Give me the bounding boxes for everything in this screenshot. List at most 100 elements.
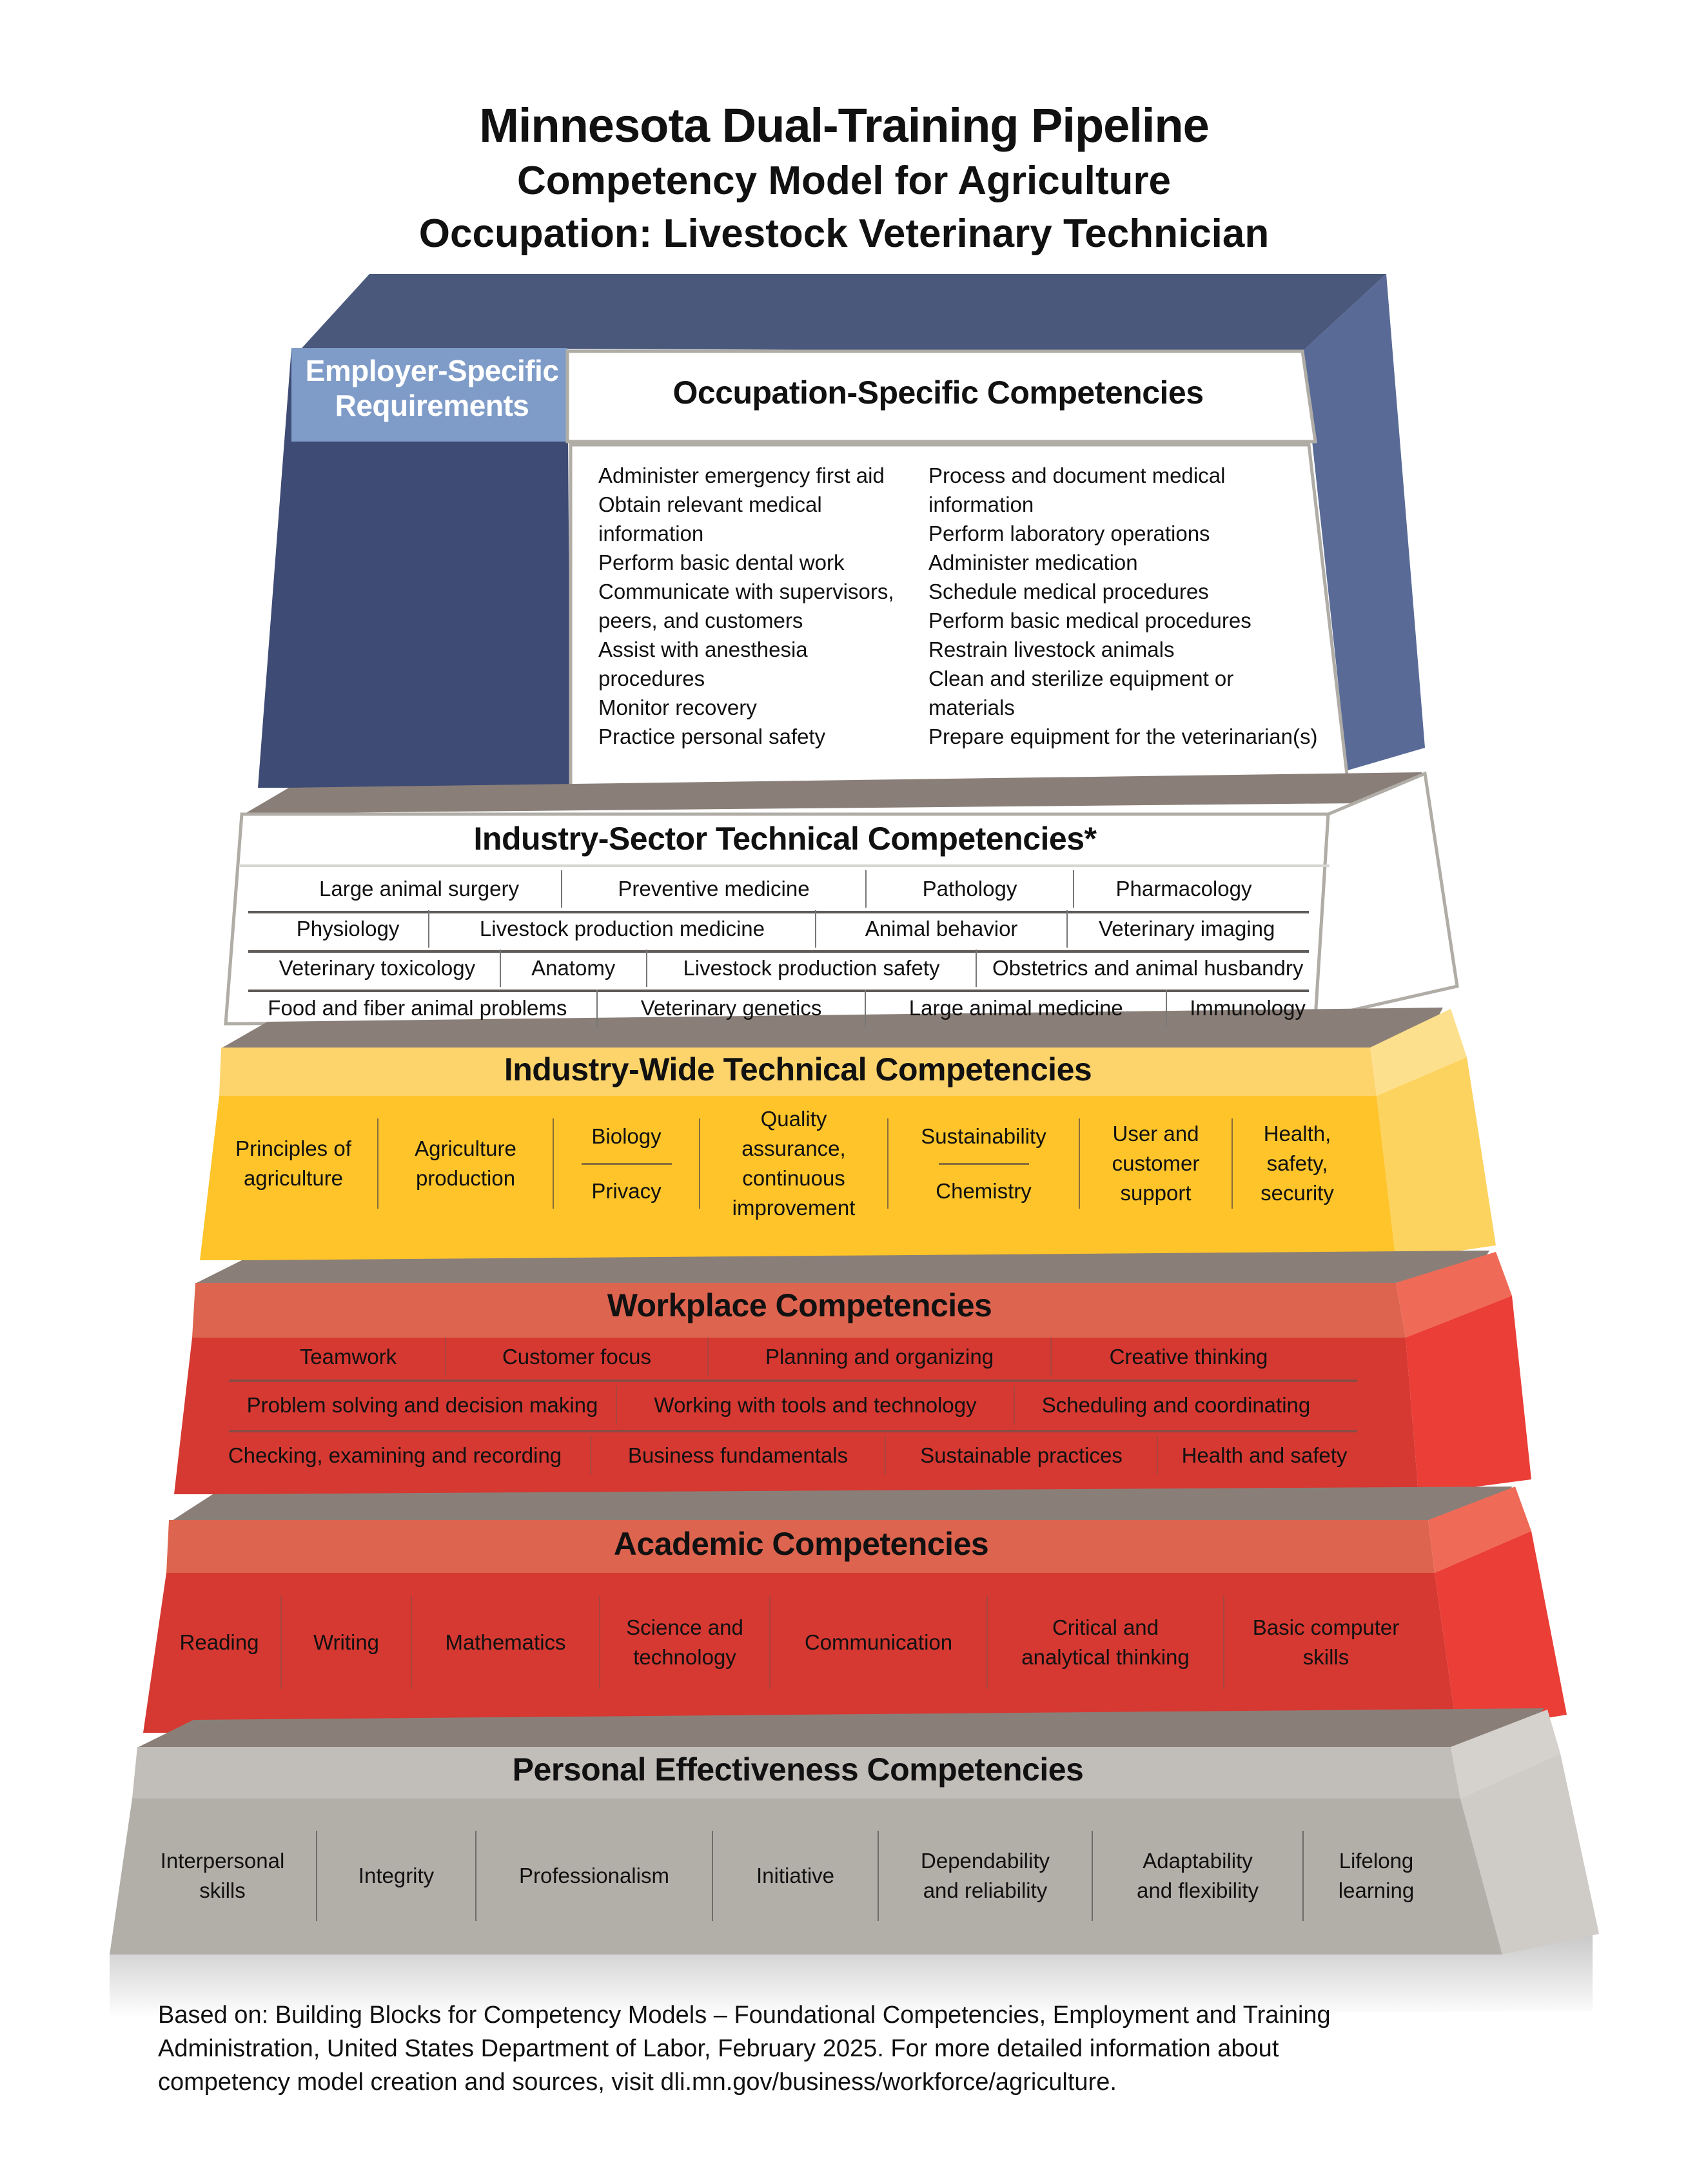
personal-row: Interpersonal skills Integrity Professio…	[129, 1831, 1451, 1921]
competency-item: Problem solving and decision making	[246, 1393, 598, 1417]
divider	[1014, 1386, 1015, 1425]
competency-item: Health, safety, security	[1233, 1119, 1362, 1208]
item-line: customer	[1112, 1151, 1200, 1175]
industry-sector-row-1: Large animal surgery Preventive medicine…	[277, 870, 1296, 908]
item-line: Basic computer	[1252, 1615, 1400, 1639]
occupation-title: Occupation: Livestock Veterinary Technic…	[418, 211, 1270, 256]
personal-side	[1460, 1753, 1599, 1955]
list-item: Perform basic medical procedures	[928, 609, 1251, 632]
employer-specific-box	[291, 348, 567, 442]
competency-item-pair: Sustainability Chemistry	[888, 1122, 1079, 1206]
item-line: Quality	[760, 1107, 827, 1131]
competency-item: Preventive medicine	[618, 877, 810, 901]
divider	[986, 1595, 988, 1689]
item-line: Lifelong	[1339, 1849, 1414, 1873]
employer-label-line1: Employer-Specific	[305, 354, 559, 387]
item-line: continuous	[742, 1166, 845, 1190]
divider	[616, 1386, 617, 1425]
competency-item: Mathematics	[412, 1628, 599, 1657]
list-item: procedures	[598, 667, 705, 690]
item-line: Principles of	[235, 1136, 351, 1160]
competency-item: Basic computer skills	[1224, 1613, 1428, 1672]
divider	[1073, 870, 1074, 908]
competency-item: Health and safety	[1181, 1443, 1348, 1467]
divider	[1302, 1831, 1304, 1921]
competency-item: Critical and analytical thinking	[988, 1613, 1223, 1672]
employer-label-line2: Requirements	[335, 389, 529, 422]
competency-item-pair: Biology Privacy	[554, 1122, 699, 1206]
item-top: Biology	[591, 1124, 662, 1148]
occupation-right-column: Process and document medical information…	[928, 461, 1317, 751]
item-line: Science and	[626, 1615, 743, 1639]
item-line: support	[1120, 1181, 1192, 1205]
divider	[976, 950, 977, 987]
occupation-left-column: Administer emergency first aid Obtain re…	[598, 461, 894, 751]
item-line: technology	[633, 1644, 736, 1669]
item-line: Communication	[804, 1630, 953, 1654]
row-divider	[248, 990, 1309, 992]
competency-item: Veterinary imaging	[1099, 917, 1275, 941]
personal-body	[110, 1799, 1502, 1955]
competency-item: Checking, examining and recording	[228, 1443, 562, 1467]
academic-body	[143, 1573, 1457, 1733]
competency-item: Physiology	[296, 917, 400, 941]
competency-item: Business fundamentals	[627, 1443, 849, 1467]
item-line: Professionalism	[519, 1864, 669, 1887]
footnote-line: competency model creation and sources, v…	[158, 2069, 1117, 2096]
competency-item: Communication	[770, 1628, 986, 1657]
competency-item: Professionalism	[476, 1861, 712, 1891]
competency-item: Food and fiber animal problems	[268, 996, 567, 1020]
competency-item: Teamwork	[299, 1345, 397, 1369]
list-item: Administer emergency first aid	[598, 463, 885, 487]
occupation-title-box	[565, 349, 1317, 444]
row-divider	[229, 1380, 1357, 1382]
page-title-block: Minnesota Dual-Training Pipeline Compete…	[0, 97, 1688, 260]
item-line: User and	[1112, 1122, 1199, 1146]
competency-item: Planning and organizing	[765, 1345, 994, 1369]
list-item: Administer medication	[928, 551, 1138, 574]
divider	[561, 870, 562, 908]
item-line: learning	[1338, 1878, 1415, 1902]
footnote-line: Based on: Building Blocks for Competency…	[158, 2002, 1331, 2029]
item-line: and flexibility	[1137, 1878, 1259, 1902]
competency-item: Quality assurance, continuous improvemen…	[700, 1104, 887, 1223]
competency-item: Science and technology	[600, 1613, 769, 1672]
competency-item: Scheduling and coordinating	[1041, 1393, 1311, 1417]
competency-item: Immunology	[1190, 996, 1306, 1020]
divider	[1066, 910, 1068, 948]
list-item: Restrain livestock animals	[928, 638, 1175, 661]
row-divider	[229, 1430, 1357, 1432]
list-item: information	[928, 492, 1034, 516]
page-title: Minnesota Dual-Training Pipeline	[479, 99, 1210, 152]
academic-header	[166, 1520, 1435, 1573]
item-line: production	[415, 1166, 516, 1190]
workplace-header	[192, 1283, 1406, 1338]
competency-item: Large animal medicine	[908, 996, 1123, 1020]
divider	[1232, 1118, 1233, 1209]
industry-wide-title: Industry-Wide Technical Competencies	[504, 1051, 1092, 1087]
divider	[596, 990, 598, 1027]
industry-sector-row-2: Physiology Livestock production medicine…	[268, 910, 1306, 948]
divider	[499, 950, 501, 987]
competency-item: Agriculture production	[378, 1134, 553, 1193]
divider	[1166, 990, 1168, 1027]
divider	[1157, 1436, 1158, 1475]
personal-effectiveness-title: Personal Effectiveness Competencies	[512, 1751, 1084, 1788]
item-line: Health,	[1263, 1122, 1331, 1146]
divider	[885, 1436, 886, 1475]
industry-wide-body	[200, 1096, 1396, 1260]
workplace-body	[174, 1338, 1418, 1494]
competency-item: Adaptability and flexibility	[1093, 1846, 1302, 1906]
divider	[475, 1831, 476, 1921]
divider	[428, 910, 430, 948]
divider	[1223, 1595, 1224, 1689]
item-line: improvement	[732, 1196, 856, 1220]
workplace-row-3: Checking, examining and recording Busine…	[200, 1436, 1380, 1475]
competency-item: Livestock production medicine	[479, 917, 765, 941]
list-item: Schedule medical procedures	[928, 580, 1209, 603]
competency-item: Creative thinking	[1109, 1345, 1268, 1369]
competency-item: Veterinary toxicology	[279, 956, 476, 980]
divider	[377, 1118, 378, 1209]
industry-sector-side	[1313, 771, 1459, 1021]
